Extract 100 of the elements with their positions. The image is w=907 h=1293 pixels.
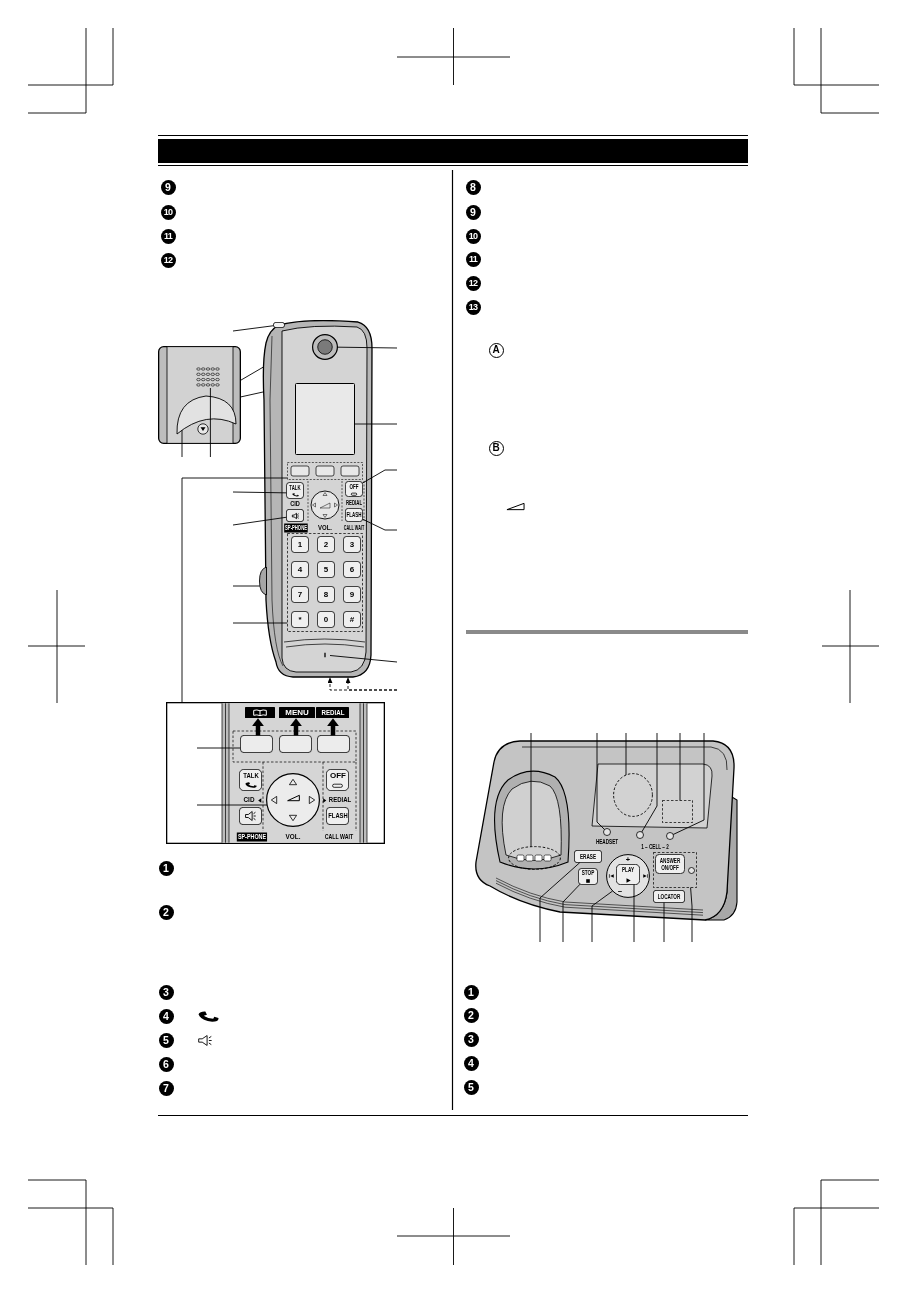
callout-letter: B bbox=[488, 440, 504, 456]
callout-number: 11 bbox=[160, 228, 176, 244]
key-label: OFF bbox=[329, 772, 346, 780]
keypad-key bbox=[343, 561, 361, 578]
handset-key bbox=[326, 769, 349, 791]
display-screen bbox=[295, 383, 355, 455]
key-label: # bbox=[349, 615, 355, 624]
key-label: 4 bbox=[297, 565, 303, 574]
handset-key bbox=[239, 769, 262, 791]
callout-number: 5 bbox=[463, 1079, 479, 1095]
leader-line bbox=[530, 732, 532, 848]
connector-line bbox=[181, 477, 288, 704]
keypad-key bbox=[317, 611, 335, 628]
callout-number: 10 bbox=[160, 204, 176, 220]
soft-key bbox=[317, 735, 350, 753]
arrow bbox=[329, 718, 337, 736]
indicator-light bbox=[273, 322, 285, 328]
leader-line bbox=[672, 732, 705, 835]
callout-number: 11 bbox=[465, 251, 481, 267]
callout-number: 1 bbox=[158, 860, 174, 876]
handset-key bbox=[286, 482, 304, 499]
leader-line bbox=[232, 516, 287, 526]
handset-key bbox=[326, 807, 349, 825]
key-label: 7 bbox=[297, 590, 303, 599]
key-label: 6 bbox=[349, 565, 355, 574]
keypad-key bbox=[317, 536, 335, 553]
navigator-key bbox=[266, 773, 320, 827]
indicator-light bbox=[636, 831, 644, 839]
leader-line bbox=[539, 862, 581, 943]
callout-wedge bbox=[239, 366, 265, 398]
key-label: 5 bbox=[323, 565, 329, 574]
headset-jack bbox=[259, 567, 267, 595]
display-tag bbox=[245, 707, 275, 718]
arrow bbox=[292, 718, 300, 736]
leader-line bbox=[329, 655, 398, 663]
callout-number: 5 bbox=[158, 1032, 174, 1048]
leader-line bbox=[690, 887, 693, 943]
leader-line bbox=[354, 423, 398, 425]
callout-number: 6 bbox=[158, 1056, 174, 1072]
key-label: 3 bbox=[349, 540, 355, 549]
callout-number: 2 bbox=[463, 1007, 479, 1023]
callout-number: 3 bbox=[158, 984, 174, 1000]
callout-number: 12 bbox=[160, 252, 176, 268]
handset-key bbox=[345, 481, 363, 497]
base-display bbox=[662, 800, 693, 823]
leader-line bbox=[641, 732, 658, 833]
callout-letter: A bbox=[488, 342, 504, 358]
leader-line bbox=[196, 804, 268, 806]
callout-number: 4 bbox=[463, 1055, 479, 1071]
back-cover-panel bbox=[175, 394, 238, 436]
navigator-ring bbox=[606, 854, 650, 898]
callout-number: 7 bbox=[158, 1080, 174, 1096]
callout-number: 9 bbox=[465, 204, 481, 220]
soft-key bbox=[240, 735, 273, 753]
keypad bbox=[287, 533, 363, 632]
leader-line bbox=[591, 890, 614, 943]
headset-jack bbox=[603, 828, 611, 836]
key-label: 1 bbox=[297, 540, 303, 549]
earpiece bbox=[312, 334, 338, 360]
base-speaker bbox=[613, 773, 653, 817]
callout-number: 8 bbox=[465, 179, 481, 195]
arrow bbox=[254, 718, 262, 736]
display-tag bbox=[316, 707, 349, 718]
speaker-grille bbox=[196, 366, 220, 388]
leader-line bbox=[232, 491, 287, 494]
soft-key bbox=[279, 735, 312, 753]
leader-line bbox=[196, 747, 241, 749]
key-label: 8 bbox=[323, 590, 329, 599]
base-button bbox=[653, 890, 685, 903]
base-button bbox=[578, 868, 598, 885]
leader-line bbox=[633, 884, 635, 943]
leader-line bbox=[362, 518, 398, 531]
callout-number: 4 bbox=[158, 1008, 174, 1024]
leader-line bbox=[562, 883, 581, 943]
back-view-inset bbox=[158, 346, 241, 444]
zoom-inset bbox=[166, 702, 385, 844]
key-label: 9 bbox=[349, 590, 355, 599]
handset-key bbox=[239, 807, 262, 825]
leader-line bbox=[181, 429, 183, 458]
indicator-light bbox=[666, 832, 674, 840]
leader-line bbox=[596, 732, 605, 830]
key-label: 0 bbox=[323, 615, 329, 624]
display-tag bbox=[279, 707, 315, 718]
leader-line bbox=[361, 469, 398, 484]
charge-contacts bbox=[508, 846, 561, 870]
keypad-key bbox=[343, 536, 361, 553]
keypad-key bbox=[317, 586, 335, 603]
key-label: 2 bbox=[323, 540, 329, 549]
callout-number: 2 bbox=[158, 904, 174, 920]
base-button bbox=[616, 864, 640, 885]
keypad-key bbox=[343, 586, 361, 603]
callout-number: 1 bbox=[463, 984, 479, 1000]
keypad-key bbox=[291, 561, 309, 578]
handset-key bbox=[286, 509, 304, 522]
indicator-light bbox=[688, 867, 695, 874]
keypad-key bbox=[317, 561, 335, 578]
callout-number: 10 bbox=[465, 228, 481, 244]
tag-label: MENU bbox=[285, 708, 309, 717]
keypad-key bbox=[343, 611, 361, 628]
leader-line bbox=[336, 346, 398, 349]
